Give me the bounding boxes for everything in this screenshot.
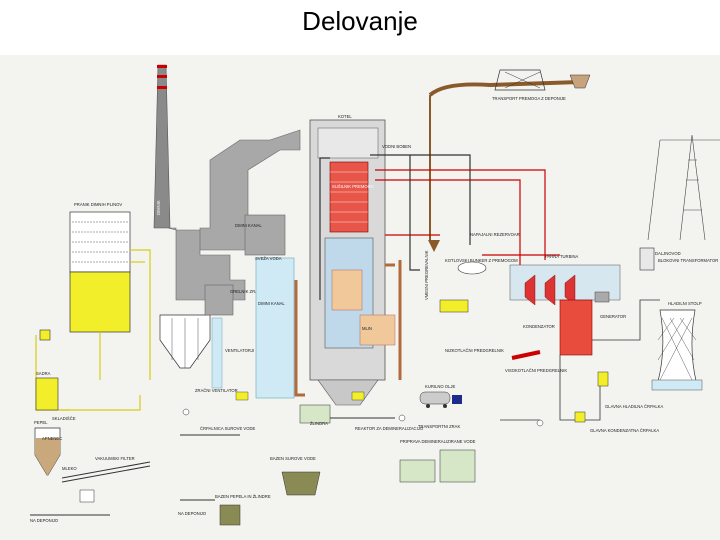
reactor-label: REAKTOR ZA DEMINERALIZACIJO [355, 426, 424, 431]
steam-drum-label: VODNI BOBEN [382, 144, 411, 149]
gypsum-label: SADRA [36, 371, 51, 376]
fresh-water-duct [255, 257, 295, 399]
small-motor-2 [351, 391, 365, 401]
slag-pool-label: BAZEN SUROVE VODE [270, 456, 316, 461]
limestone-pump [39, 329, 51, 341]
desulfurization-label: PRANIK DIMNIH PLINOV [74, 202, 122, 207]
hp-heater [511, 350, 541, 360]
chimney-label: DIMNIK [156, 200, 161, 215]
slurry-label: MLEKO [62, 466, 77, 471]
pump-station-label: ČRPALNICA SUROVE VODE [200, 426, 256, 431]
turbine-label: PARNA TURBINA [545, 254, 579, 259]
coal-transport: TRANSPORT PREMOGA Z DEPONIJE KOTLOVSKI B… [428, 69, 591, 263]
cooling-water-label: GLAVNA HLADILNA ČRPALKA [605, 404, 663, 409]
desulfurization-tower: PRANIK DIMNIH PLINOV [69, 202, 131, 333]
to-depot-label: NA DEPONIJO [30, 518, 59, 523]
filter-label: VAKUUMSKI FILTER [95, 456, 135, 461]
pump-symbol-2 [398, 414, 406, 422]
flue-gas-label: DIMNI KANAL [235, 223, 262, 228]
feedwater-label: NAPAJALNI REZERVOAR [470, 232, 520, 237]
feedwater-tank [457, 261, 487, 275]
ash-basin-label: BAZEN PEPELA IN ŽLINDRE [215, 494, 271, 499]
storage-label: SKLADIŠČE [52, 416, 76, 421]
flue-gas-ducts [167, 129, 301, 316]
cw-pump [597, 371, 609, 387]
turbine-hall: PARNA TURBINA GENERATOR [509, 254, 626, 319]
air-heater-label: GRELNIK ZRAKA [230, 289, 264, 294]
transport-air-label: TRANSPORTNI ZRAK [418, 424, 460, 429]
boiler-label: KOTEL [338, 114, 352, 119]
limestone-label: APNENEC [42, 436, 62, 441]
steam-pipes [319, 154, 560, 300]
vacuum-filter: VAKUUMSKI FILTER NA DEPONIJO [30, 456, 151, 523]
coal-transport-label: TRANSPORT PREMOGA Z DEPONIJE [492, 96, 566, 101]
hp-heater-label: VISOKOTLAČNI PREDGRELNIK [505, 368, 567, 373]
ash-silo: PEPEL [34, 420, 61, 476]
cooling-tower-label: HLADILNI STOLP [668, 301, 702, 306]
lp-heater-label: NIZKOTLAČNI PREDGRELNIK [445, 348, 504, 353]
bunker-label: KOTLOVSKI BUNKER Z PREMOGOM [445, 258, 518, 263]
fresh-water-label: SVEŽA VODA [255, 256, 282, 261]
generator-label: GENERATOR [600, 314, 626, 319]
cw-pump-label: GLAVNA KONDENZATNA ČRPALKA [590, 428, 659, 433]
reheater-label: VMESNI PREGREVALNIK [424, 250, 429, 300]
slag-system: BAZEN SUROVE VODE ŽLINDRA ČRPALNICA SURO… [178, 404, 395, 526]
coal-mill [359, 314, 396, 346]
condenser [559, 299, 593, 356]
fuel-oil-label: KURILNO OLJE [425, 384, 455, 389]
small-motor-1 [235, 391, 249, 401]
economizer-label: SUŠILNIK PREMOGA [332, 184, 374, 189]
fuel-oil-truck: KURILNO OLJE [419, 384, 462, 408]
transformer-label: BLOKOVNI TRANSFORMATOR [658, 258, 718, 263]
condenser-label: KONDENZATOR [523, 324, 555, 329]
cooling-tower: HLADILNI STOLP [651, 301, 703, 391]
fan-duct [211, 317, 223, 389]
pump-symbol-1 [182, 408, 190, 416]
gypsum-box [35, 377, 59, 411]
transformer [639, 247, 655, 271]
coal-mill-label: MLIN [362, 326, 372, 331]
water-treatment: PRIPRAVA DEMINERALIZIRANE VODE REAKTOR Z… [355, 424, 476, 483]
pump-symbol-3 [536, 419, 544, 427]
transmission-tower [647, 134, 720, 241]
chimney: DIMNIK [153, 64, 171, 229]
ash-silo-label: PEPEL [34, 420, 48, 425]
air-fan-label: ZRAČNI VENTILATOR [195, 388, 238, 393]
lp-heater [439, 299, 469, 313]
gas-channel-label: DIMNI KANAL [258, 301, 285, 306]
fans-label: VENTILATORJI [225, 348, 254, 353]
cond-pump [574, 411, 586, 423]
water-treatment-label: PRIPRAVA DEMINERALIZIRANE VODE [400, 439, 476, 444]
hv-line-label: DALJNOVOD [655, 251, 681, 256]
slag-label: ŽLINDRA [310, 421, 328, 426]
coal-lines [294, 260, 402, 397]
to-landfill-label: NA DEPONIJO [178, 511, 207, 516]
slide-title: Delovanje [302, 6, 418, 36]
